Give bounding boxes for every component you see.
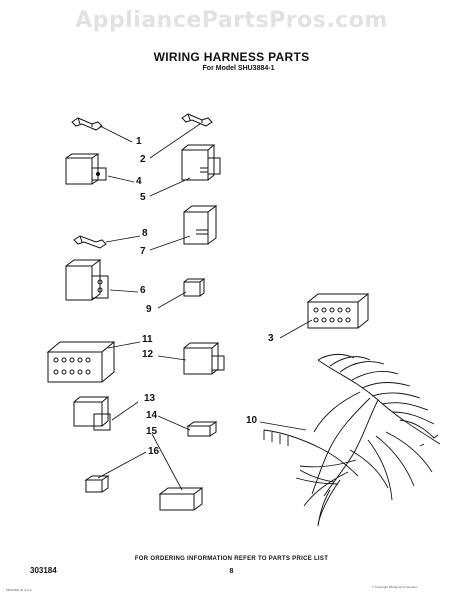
part-4-housing [65,153,107,185]
part-2-terminal [181,113,213,127]
watermark: AppliancePartsPros.com [75,8,388,33]
callout-2: 2 [140,154,146,165]
part-12-housing [183,342,225,375]
part-13-housing [73,396,111,431]
callout-1: 1 [136,136,142,147]
part-6-housing [65,259,109,301]
part-10-harness [263,353,441,527]
callout-4: 4 [136,176,142,187]
ordering-note: FOR ORDERING INFORMATION REFER TO PARTS … [134,556,329,562]
callout-13: 13 [144,393,156,404]
callout-15: 15 [146,426,158,437]
diagram-title: WIRING HARNESS PARTS [153,50,310,64]
part-14-block [186,421,218,437]
part-11-connector [46,341,116,383]
page-number: 8 [229,568,234,575]
diagram-subtitle: For Model SHU3884-1 [202,65,275,72]
fine-print-right: © Copyright Whirlpool Corporation [372,585,418,589]
part-8-terminal [73,235,107,249]
callout-10: 10 [246,415,258,426]
part-16-plug [84,475,110,493]
callout-5: 5 [140,192,146,203]
callout-3: 3 [268,333,274,344]
part-15-plug [158,487,204,511]
part-3-connector [306,293,370,329]
callout-12: 12 [142,349,154,360]
callout-9: 9 [146,304,152,315]
part-7-housing [183,205,218,245]
part-5-housing [181,144,221,181]
callout-14: 14 [146,410,158,421]
callout-16: 16 [148,446,160,457]
part-1-terminal [71,117,103,131]
callout-11: 11 [142,334,153,345]
callout-7: 7 [140,246,146,257]
document-number: 303184 [30,566,57,575]
fine-print-left: PRINTED IN U.S.A. [6,588,33,592]
leader-lines [97,123,313,491]
part-9-plug [183,278,206,297]
callout-6: 6 [140,285,146,296]
callout-8: 8 [142,228,148,239]
